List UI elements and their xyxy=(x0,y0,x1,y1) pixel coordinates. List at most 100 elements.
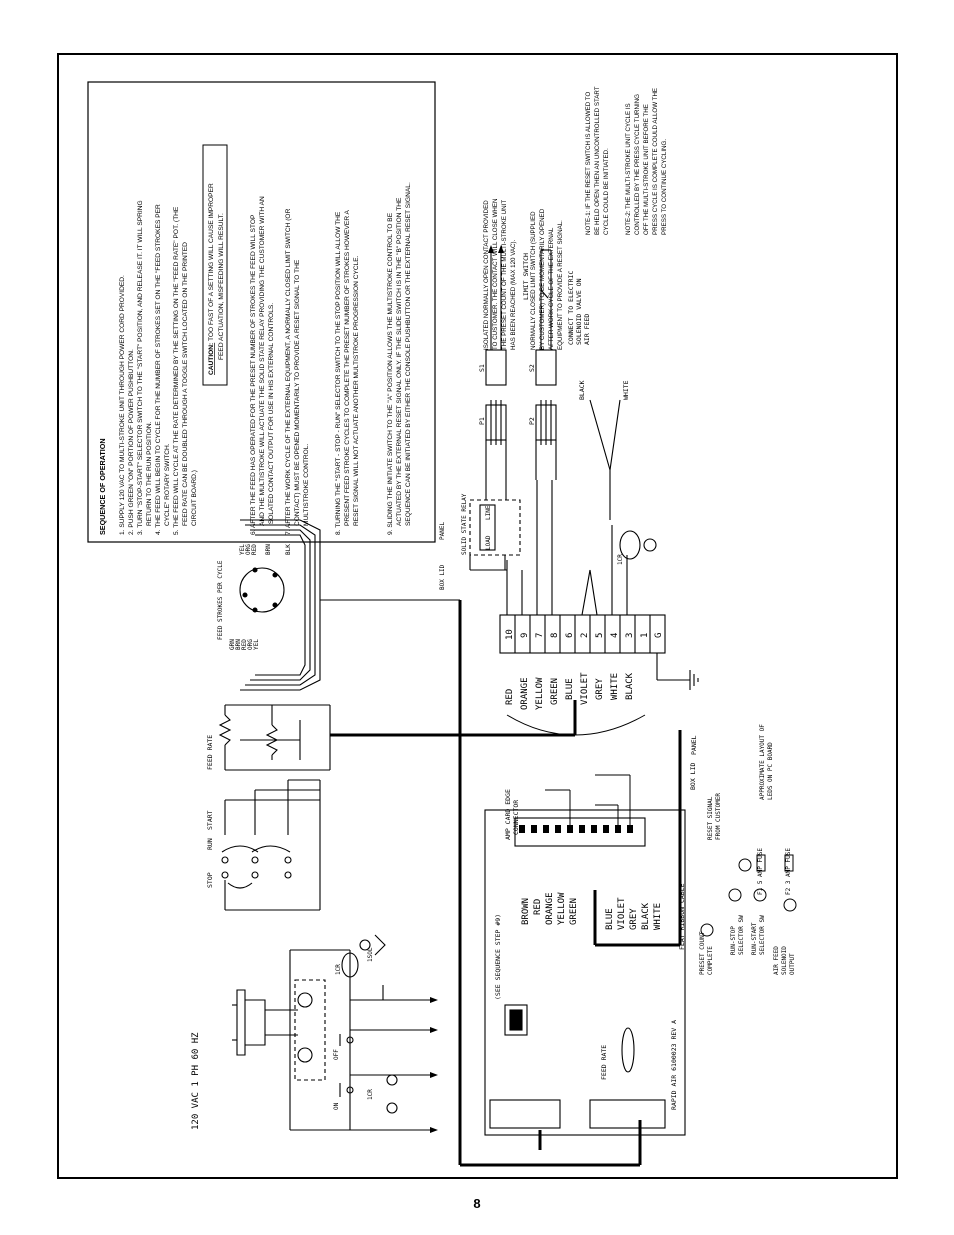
ribbon-wire: YELLOW xyxy=(557,892,567,925)
board-feed-rate-label: FEED RATE xyxy=(600,1045,608,1080)
wire-red: RED xyxy=(251,544,258,555)
seq-step: CONTACT) MUST BE OPENED MOMENTARILY TO P… xyxy=(294,259,301,526)
wire-org: ORG xyxy=(247,639,254,650)
seq-step: ACTUATED BY THE EXTERNAL RESET SIGNAL ON… xyxy=(396,197,403,526)
note-1: BE HELD OPEN THEN AN UNCONTROLLED START xyxy=(594,86,601,235)
caution-text: FEED ACTUATION, MISFEEDING WILL RESULT. xyxy=(218,213,225,360)
run-label: RUN xyxy=(206,838,214,850)
ribbon-wire: BLUE xyxy=(605,908,615,930)
terminal-number: 5 xyxy=(595,633,605,638)
airfeed-label: AIR FEED xyxy=(773,946,780,975)
rotary-switch xyxy=(239,519,460,691)
ribbon-wire: VIOLET xyxy=(617,897,627,930)
ribbon-wire: GREEN xyxy=(569,898,579,925)
box-lid-label: BOX LID xyxy=(439,564,446,590)
terminal-wire: WHITE xyxy=(610,673,620,700)
ribbon-wire: GREY xyxy=(629,908,639,930)
board-terminal-block xyxy=(489,1099,561,1129)
relay-1cr xyxy=(619,530,641,560)
reset-label: RESET SIGNAL xyxy=(707,796,714,840)
seq-step: SEQUENCE CAN BE INITIATED BY EITHER THE … xyxy=(405,182,412,526)
ribbon-wire: BLACK xyxy=(641,902,651,930)
panel-label: PANEL xyxy=(690,735,698,755)
on-button-contact xyxy=(346,1086,354,1094)
note-2: PRESS TO CONTINUE CYCLING. xyxy=(661,139,668,235)
runstop-label: RUN-STOP xyxy=(730,926,737,955)
board-terminal-block-2 xyxy=(589,1099,666,1129)
seq-step: 5. THE FEED WILL CYCLE AT THE RATE DETER… xyxy=(173,206,180,535)
fuse-1 xyxy=(297,992,313,1008)
terminal-number: 4 xyxy=(610,633,620,638)
off-button-contact xyxy=(346,1036,354,1044)
terminal-wire: GREY xyxy=(595,678,605,700)
note-isolated: ISOLATED NORMALLY OPEN CONTACT PROVIDED xyxy=(483,200,490,350)
seq-step: CYCLE" ROTARY SWITCH. xyxy=(164,443,171,526)
amp-connector xyxy=(514,817,646,847)
caution-box xyxy=(202,144,228,386)
fuse-2 xyxy=(297,1047,313,1063)
terminal-wire-labels: RED ORANGE YELLOW GREEN BLUE VIOLET GREY… xyxy=(505,672,635,710)
wire-brn: BRN xyxy=(235,639,242,650)
wire-red: RED xyxy=(241,639,248,650)
terminal-number: 3 xyxy=(625,633,635,638)
led-preset xyxy=(700,923,714,937)
terminal-number: 2 xyxy=(580,633,590,638)
terminal-wire: VIOLET xyxy=(580,672,590,705)
terminal-number: 1 xyxy=(640,633,650,638)
led-airfeed xyxy=(783,898,797,912)
selector-switch xyxy=(221,779,321,911)
terminal-number: 9 xyxy=(520,633,530,638)
slide-switch xyxy=(504,1004,528,1036)
off-label: OFF xyxy=(333,1049,340,1060)
seq-step: 8. TURNING THE "START - STOP - RUN" SELE… xyxy=(335,211,342,535)
airfeed-label: OUTPUT xyxy=(789,953,796,975)
connector-s1 xyxy=(485,349,507,386)
feed-rate-pots xyxy=(218,704,331,771)
white-wire-label: WHITE xyxy=(622,380,630,400)
seq-step-label: (SEE SEQUENCE STEP #9) xyxy=(494,914,502,1000)
amp-label: AMP CARD EDGE xyxy=(504,789,512,840)
sequence-title: SEQUENCE OF OPERATION xyxy=(98,438,107,535)
on-label: ON xyxy=(333,1102,340,1110)
connectors xyxy=(485,249,621,520)
s2-label: S2 xyxy=(528,364,536,372)
power-label: 120 VAC 1 PH 60 HZ xyxy=(191,1032,201,1130)
terminal-wire: BLACK xyxy=(625,672,635,700)
wire-grn: GRN xyxy=(229,639,236,650)
ribbon-wire: RED xyxy=(533,899,543,915)
relay-1cr-label: 1CR xyxy=(367,1089,374,1100)
p2-label: P2 xyxy=(528,417,536,425)
connect-label: AIR FEED xyxy=(583,314,591,345)
page-number: 8 xyxy=(473,1196,481,1211)
terminal-wire: YELLOW xyxy=(535,677,545,710)
approx-label: APPROXIMATE LAYOUT OF xyxy=(759,724,766,800)
wire-yel: YEL xyxy=(253,639,260,650)
fuse-label: F2 3 AMP FUSE xyxy=(785,848,792,895)
feed-rate-pot-label: FEED RATE xyxy=(206,735,214,770)
connect-label: SOLENOID VALVE ON xyxy=(575,278,583,345)
terminal-block xyxy=(499,480,699,690)
note-isolated: TO CUSTOMER. THE CONTACT WILL CLOSE WHEN xyxy=(492,199,499,351)
note-limit: EQUIPMENT TO PROVIDE A RESET SIGNAL. xyxy=(557,220,564,350)
ribbon-wire: WHITE xyxy=(653,903,663,930)
seq-step: 9. SLIDING THE INITIATE SWITCH TO THE "A… xyxy=(387,212,394,535)
seq-step: MULTISTROKE CONTROL. xyxy=(303,444,310,526)
solenoid-1sol xyxy=(359,939,371,951)
page-frame xyxy=(57,53,898,1179)
wire-blk: BLK xyxy=(285,544,292,555)
amp-arrows xyxy=(545,774,631,825)
terminal-wire: ORANGE xyxy=(520,677,530,710)
relay-1cr-coil xyxy=(341,952,359,978)
sequence-box xyxy=(87,81,436,543)
ssr-label: SOLID STATE RELAY xyxy=(461,493,468,555)
fuse-f2 xyxy=(784,854,794,872)
ribbon-cable-label: FLAT RIBBON CABLE xyxy=(678,883,686,950)
seq-step: RESET SIGNAL WILL NOT ACTUATE ANOTHER MU… xyxy=(353,255,360,526)
led-layout xyxy=(700,854,797,937)
caution-text: CAUTION: TOO FAST OF A SETTING WILL CAUS… xyxy=(208,183,215,375)
board-label: RAPID AIR 6100023 REV A xyxy=(670,1020,678,1110)
note-isolated: THE PRESET COUNT OF THE MULTI-STROKE UNI… xyxy=(501,200,508,350)
seq-step: 2. PUSH GREEN "ON" PORTION OF POWER PUSH… xyxy=(128,349,135,535)
terminal-number: 7 xyxy=(535,633,545,638)
box-lid-label: BOX LID xyxy=(689,763,697,790)
